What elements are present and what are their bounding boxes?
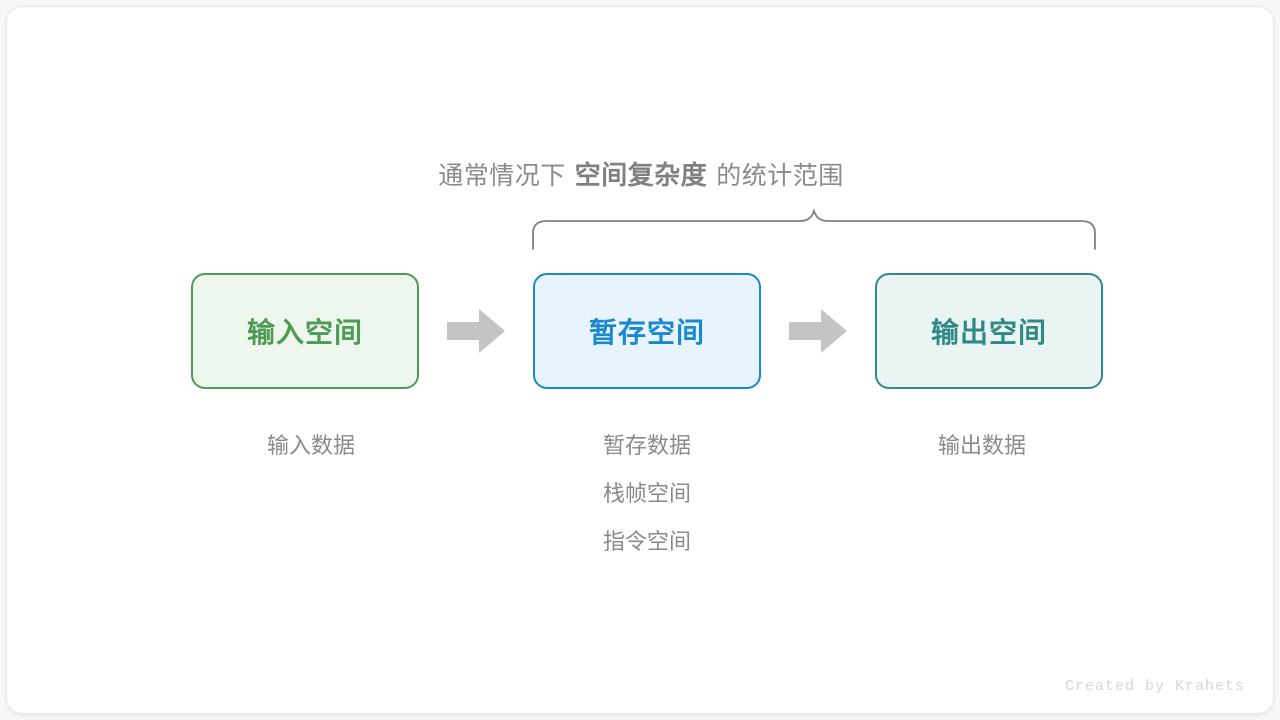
node-input-space-label: 输入空间: [246, 317, 363, 348]
node-output-space-label: 输出空间: [930, 317, 1047, 348]
flow-row: 输入空间 暂存空间 输出空间: [191, 273, 1103, 389]
arrow-input-to-buffer: [445, 308, 507, 354]
caption-suffix: 的统计范围: [716, 162, 844, 190]
node-buffer-space-label: 暂存空间: [588, 317, 705, 348]
description-line: 指令空间: [602, 529, 691, 554]
description-line: 输出数据: [937, 433, 1026, 458]
curly-brace: [525, 203, 1103, 255]
description-output: 输出数据: [832, 422, 1132, 470]
node-input-space[interactable]: 输入空间: [191, 273, 419, 389]
node-output-space[interactable]: 输出空间: [875, 273, 1103, 389]
description-line: 输入数据: [266, 433, 355, 458]
description-input: 输入数据: [161, 422, 461, 470]
description-buffer: 暂存数据 栈帧空间 指令空间: [497, 422, 797, 566]
diagram-card: 通常情况下空间复杂度的统计范围 输入空间 暂存空间: [6, 6, 1274, 714]
arrow-buffer-to-output: [787, 308, 849, 354]
caption-emphasis: 空间复杂度: [574, 160, 708, 190]
node-buffer-space[interactable]: 暂存空间: [533, 273, 761, 389]
caption: 通常情况下空间复杂度的统计范围: [7, 155, 1273, 196]
caption-prefix: 通常情况下: [438, 162, 566, 190]
description-line: 栈帧空间: [602, 481, 691, 506]
credit-text: Created by Krahets: [1064, 678, 1245, 695]
description-line: 暂存数据: [602, 433, 691, 458]
